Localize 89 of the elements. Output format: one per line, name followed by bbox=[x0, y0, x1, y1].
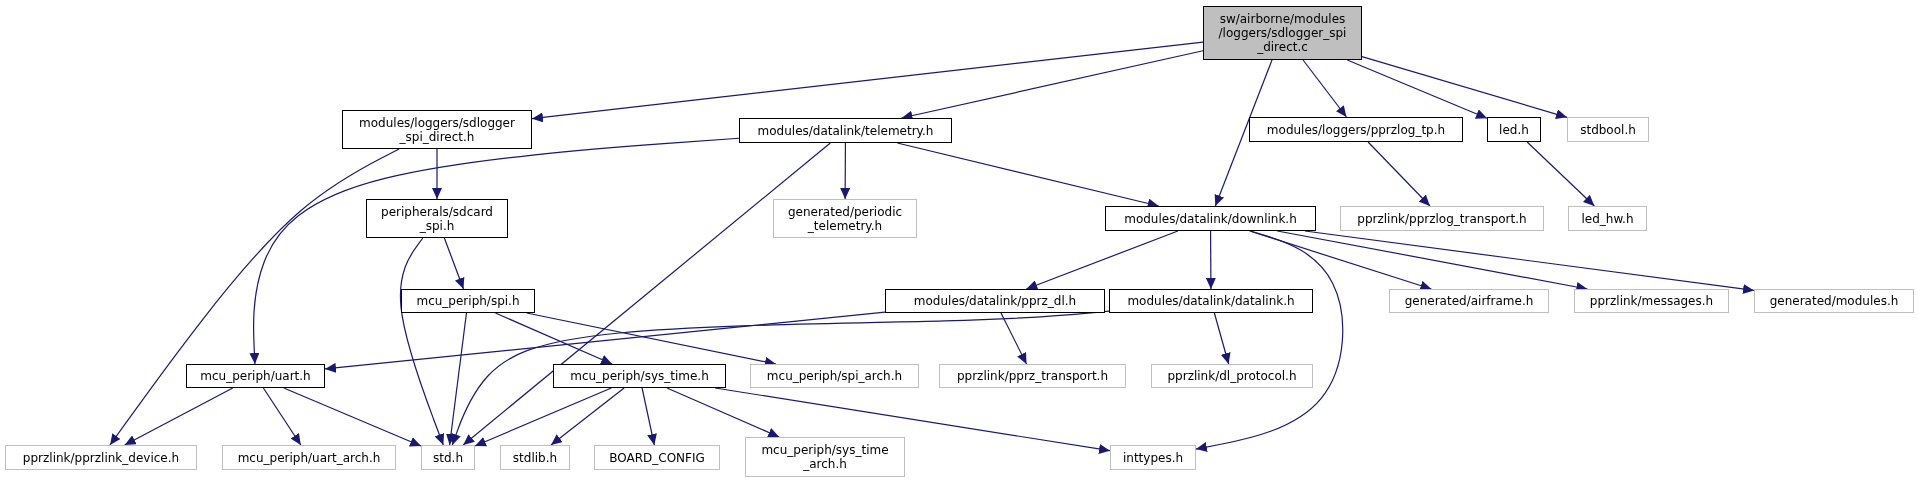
arrow bbox=[1367, 141, 1431, 207]
file-name: led.h bbox=[1499, 122, 1529, 137]
file-name: mcu_periph/sys_time _arch.h bbox=[760, 443, 890, 471]
file-box bbox=[594, 445, 720, 470]
file-name: modules/loggers/pprzlog_tp.h bbox=[1266, 122, 1446, 137]
arrow bbox=[1025, 230, 1179, 290]
file-box bbox=[553, 364, 726, 388]
file-name: mcu_periph/uart_arch.h bbox=[237, 450, 381, 465]
arrow bbox=[1302, 59, 1348, 118]
file-name: pprzlink/pprzlog_transport.h bbox=[1357, 211, 1527, 226]
file-box bbox=[186, 364, 325, 388]
file-box bbox=[745, 437, 905, 477]
file-name: generated/modules.h bbox=[1769, 294, 1899, 308]
arrow bbox=[283, 387, 422, 447]
file-box bbox=[1105, 206, 1316, 231]
file-box bbox=[773, 199, 917, 238]
arrow bbox=[550, 387, 625, 446]
file-name: BOARD_CONFIG bbox=[609, 450, 705, 465]
file-name: sw/airborne/modules /loggers/sdlogger_spi _direct.c bbox=[1217, 12, 1348, 54]
file-box bbox=[1487, 117, 1541, 142]
file-box bbox=[342, 110, 532, 149]
arrow bbox=[1000, 312, 1028, 365]
arrow bbox=[1213, 312, 1231, 365]
arrow bbox=[399, 237, 445, 446]
arrow bbox=[443, 237, 465, 290]
arrow bbox=[124, 387, 234, 446]
arrow bbox=[1214, 59, 1273, 207]
arrow bbox=[531, 41, 1204, 123]
file-box bbox=[1110, 445, 1196, 470]
arrow bbox=[1361, 55, 1568, 119]
arrow bbox=[446, 312, 468, 446]
file-box bbox=[1109, 289, 1313, 313]
file-name: inttypes.h bbox=[1122, 450, 1184, 465]
file-name: mcu_periph/spi.h bbox=[416, 294, 520, 308]
file-box bbox=[500, 445, 570, 470]
file-name: modules/datalink/pprz_dl.h bbox=[913, 294, 1077, 308]
file-name: generated/airframe.h bbox=[1404, 294, 1534, 308]
file-name: peripherals/sdcard _spi.h bbox=[380, 204, 494, 233]
file-name: stdbool.h bbox=[1580, 122, 1636, 137]
file-name: modules/datalink/telemetry.h bbox=[757, 123, 934, 138]
file-name: std.h bbox=[433, 450, 463, 465]
file-name: modules/datalink/downlink.h bbox=[1124, 211, 1297, 226]
file-box bbox=[1568, 206, 1647, 231]
file-name: pprzlink/messages.h bbox=[1589, 294, 1714, 308]
file-box bbox=[5, 445, 197, 470]
arrow bbox=[666, 387, 780, 438]
arrow bbox=[324, 311, 886, 373]
file-name: generated/periodic _telemetry.h bbox=[786, 204, 904, 233]
file-box bbox=[1340, 206, 1544, 231]
file-box bbox=[401, 289, 535, 313]
arrow bbox=[1346, 59, 1488, 119]
file-box bbox=[1574, 289, 1729, 313]
file-box bbox=[1567, 117, 1649, 142]
file-name: modules/datalink/datalink.h bbox=[1127, 294, 1295, 308]
file-box bbox=[1389, 289, 1549, 313]
arrow bbox=[249, 137, 740, 365]
file-box bbox=[222, 445, 396, 470]
arrow bbox=[109, 148, 400, 446]
file-box bbox=[421, 445, 475, 470]
file-name: mcu_periph/spi_arch.h bbox=[766, 369, 903, 383]
arrow bbox=[432, 148, 442, 200]
arrow bbox=[840, 142, 851, 200]
file-name: led_hw.h bbox=[1581, 211, 1634, 226]
file-name: pprzlink/dl_protocol.h bbox=[1167, 369, 1297, 383]
file-box bbox=[366, 199, 508, 238]
arrow bbox=[262, 387, 302, 446]
arrow bbox=[641, 387, 657, 446]
file-box bbox=[1151, 364, 1313, 388]
file-box bbox=[750, 364, 919, 388]
arrow bbox=[1526, 141, 1595, 207]
file-name: pprzlink/pprz_transport.h bbox=[956, 369, 1109, 383]
file-name: pprzlink/pprzlink_device.h bbox=[22, 450, 180, 465]
file-name: mcu_periph/sys_time.h bbox=[570, 369, 709, 383]
file-name: modules/loggers/sdlogger _spi_direct.h bbox=[358, 115, 516, 144]
file-box bbox=[1203, 6, 1362, 60]
file-box bbox=[739, 118, 952, 143]
arrow bbox=[1249, 230, 1432, 291]
arrow bbox=[1205, 230, 1216, 290]
file-box bbox=[939, 364, 1126, 388]
file-name: stdlib.h bbox=[512, 450, 558, 465]
file-box bbox=[885, 289, 1105, 313]
arrow bbox=[474, 387, 612, 447]
arrow bbox=[451, 310, 1110, 446]
arrow bbox=[494, 312, 613, 365]
file-box bbox=[1754, 289, 1914, 313]
arrow bbox=[462, 142, 831, 446]
file-name: mcu_periph/uart.h bbox=[200, 369, 311, 383]
arrow bbox=[1195, 230, 1344, 452]
file-box bbox=[1249, 117, 1463, 142]
